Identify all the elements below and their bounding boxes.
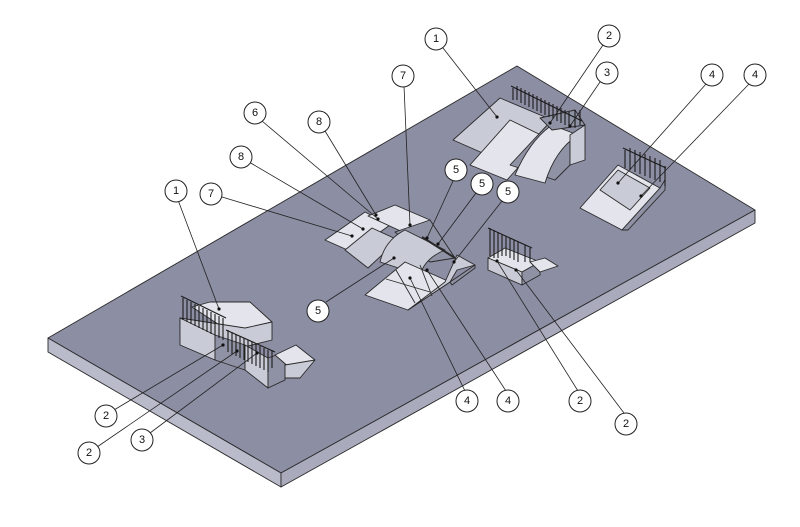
balloon-label: 5 xyxy=(505,186,511,198)
callout-5-b: 5 xyxy=(436,172,494,246)
kicker-ramp-right xyxy=(579,147,667,231)
balloon-label: 2 xyxy=(103,410,109,422)
callout-5-a: 5 xyxy=(425,158,468,240)
railing-right-kicker xyxy=(622,147,667,186)
balloon-label: 7 xyxy=(400,70,406,82)
railing-top-right xyxy=(510,85,583,128)
balloon-label: 4 xyxy=(709,69,715,81)
small-box-right xyxy=(487,227,559,286)
callout-1-left: 1 xyxy=(164,179,221,311)
balloon-label: 8 xyxy=(238,151,244,163)
balloon-label: 4 xyxy=(464,395,470,407)
balloon-label: 5 xyxy=(315,305,321,317)
balloon-label: 7 xyxy=(208,188,214,200)
balloon-label: 3 xyxy=(139,434,145,446)
callout-4-center-b: 4 xyxy=(425,268,520,413)
balloon-label: 5 xyxy=(453,164,459,176)
callout-2-top: 2 xyxy=(548,24,621,125)
callout-7-lower: 7 xyxy=(199,182,354,238)
balloon-label: 4 xyxy=(752,69,758,81)
callout-balloons: 1 2 3 4 4 7 6 xyxy=(77,24,767,465)
balloon-label: 2 xyxy=(577,395,583,407)
balloon-label: 2 xyxy=(606,30,612,42)
callout-2-left-a: 2 xyxy=(94,343,225,428)
callout-4-right-b: 4 xyxy=(639,63,767,198)
callout-6: 6 xyxy=(243,101,380,221)
railing-left-assembly xyxy=(180,295,276,372)
balloon-label: 1 xyxy=(433,33,439,45)
base-plate-right-side xyxy=(280,209,756,488)
callout-2-right-b: 2 xyxy=(514,268,638,436)
callout-4-center-a: 4 xyxy=(408,276,479,413)
callout-7-upper: 7 xyxy=(391,64,415,227)
callout-5-lower: 5 xyxy=(306,256,396,323)
callout-8-lower: 8 xyxy=(229,145,365,231)
funbox-center xyxy=(324,204,476,311)
balloon-label: 6 xyxy=(252,107,258,119)
callout-2-right-a: 2 xyxy=(495,259,592,413)
balloon-label: 8 xyxy=(316,116,322,128)
balloon-label: 2 xyxy=(623,418,629,430)
balloon-label: 5 xyxy=(479,178,485,190)
balloon-label: 2 xyxy=(86,447,92,459)
callout-3-top: 3 xyxy=(568,61,619,128)
callout-8-upper: 8 xyxy=(307,110,378,217)
callout-4-right-a: 4 xyxy=(616,63,724,185)
callout-3-left: 3 xyxy=(130,351,259,452)
quarter-pipe-assembly-left xyxy=(179,295,316,389)
balloon-label: 4 xyxy=(505,395,511,407)
balloon-label: 3 xyxy=(604,67,610,79)
railing-small-box xyxy=(487,227,533,262)
callout-5-c: 5 xyxy=(452,180,520,264)
callout-2-left-b: 2 xyxy=(77,349,239,465)
balloon-label: 1 xyxy=(173,185,179,197)
callout-1-top: 1 xyxy=(424,27,499,119)
quarter-pipe-assembly-top xyxy=(452,85,586,184)
